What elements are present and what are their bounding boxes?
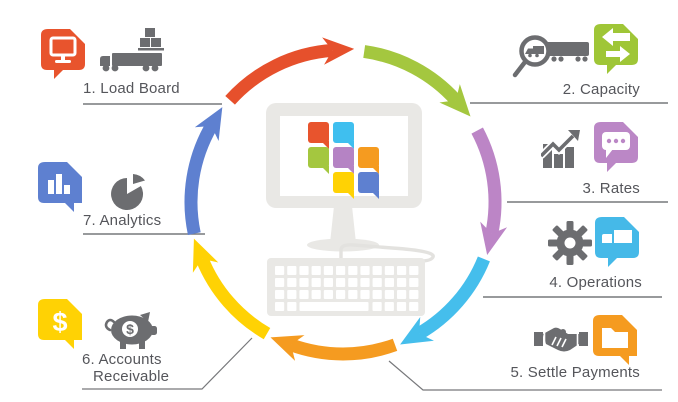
bar-chart-trend-icon xyxy=(541,130,580,168)
step-label-analytics: 7. Analytics xyxy=(83,212,162,229)
accounts-receivable-bubble-icon: $ xyxy=(38,299,82,349)
load-board-bubble-icon xyxy=(41,29,85,79)
rule-accounts-receivable xyxy=(82,337,253,390)
chat-ellipsis-glyph xyxy=(602,132,630,158)
monitor-stand-neck xyxy=(330,206,356,243)
logo-tile xyxy=(308,122,329,149)
cycle-arrow-bottom xyxy=(270,335,398,361)
exchange-arrows-glyph xyxy=(602,28,630,62)
logo-tile xyxy=(333,122,354,149)
truck-with-boxes-icon xyxy=(100,28,164,72)
speech-bubble xyxy=(594,24,638,74)
step-label-capacity: 2. Capacity xyxy=(562,81,640,98)
speech-bubble xyxy=(38,299,82,349)
step-label-accounts-receivable: 6. Accounts Receivable xyxy=(82,351,169,385)
step-label-operations: 4. Operations xyxy=(549,274,642,291)
cycle-arrow-right xyxy=(471,127,508,255)
rule-settle-payments xyxy=(388,360,662,391)
logo-tile xyxy=(308,147,329,174)
step-label-rates: 3. Rates xyxy=(582,180,640,197)
monitor-glyph xyxy=(49,36,77,63)
screen-logo-tiles xyxy=(308,122,379,199)
label-line-2: Receivable xyxy=(93,368,170,385)
settle-payments-bubble-icon xyxy=(593,315,637,365)
capacity-bubble-icon xyxy=(594,24,638,74)
piggy-bank-icon: $ xyxy=(104,312,157,349)
step-label-settle-payments: 5. Settle Payments xyxy=(510,364,640,381)
tiny-truck-in-lens xyxy=(525,46,544,58)
label-line-1: 6. Accounts xyxy=(82,351,162,368)
logo-tile xyxy=(358,172,379,199)
rates-bubble-icon xyxy=(594,122,638,172)
operations-bubble-icon xyxy=(595,217,639,267)
cycle-arrow-left xyxy=(184,107,223,235)
logo-tile xyxy=(333,172,354,199)
dollar-glyph: $ xyxy=(52,307,67,337)
cycle-arrow-top-right xyxy=(363,45,471,117)
handshake-icon xyxy=(534,327,588,352)
logo-tile xyxy=(333,147,354,174)
gear-icon xyxy=(548,221,592,265)
cycle-arrow-bottom-left xyxy=(192,238,271,340)
pie-chart-icon xyxy=(111,174,145,210)
bar-chart-glyph xyxy=(48,174,70,194)
keyboard-keys xyxy=(275,266,419,311)
cycle-arrow-bottom-right xyxy=(400,256,490,345)
truck-search-icon xyxy=(512,35,589,78)
folder-glyph xyxy=(602,328,628,348)
keyboard-cable xyxy=(339,243,435,263)
truck-glyph xyxy=(602,230,632,243)
logo-tile xyxy=(358,147,379,174)
analytics-bubble-icon xyxy=(38,162,82,212)
piggy-dollar-glyph: $ xyxy=(126,321,134,337)
step-label-load-board: 1. Load Board xyxy=(83,80,180,97)
cycle-arrow-top xyxy=(225,37,355,105)
